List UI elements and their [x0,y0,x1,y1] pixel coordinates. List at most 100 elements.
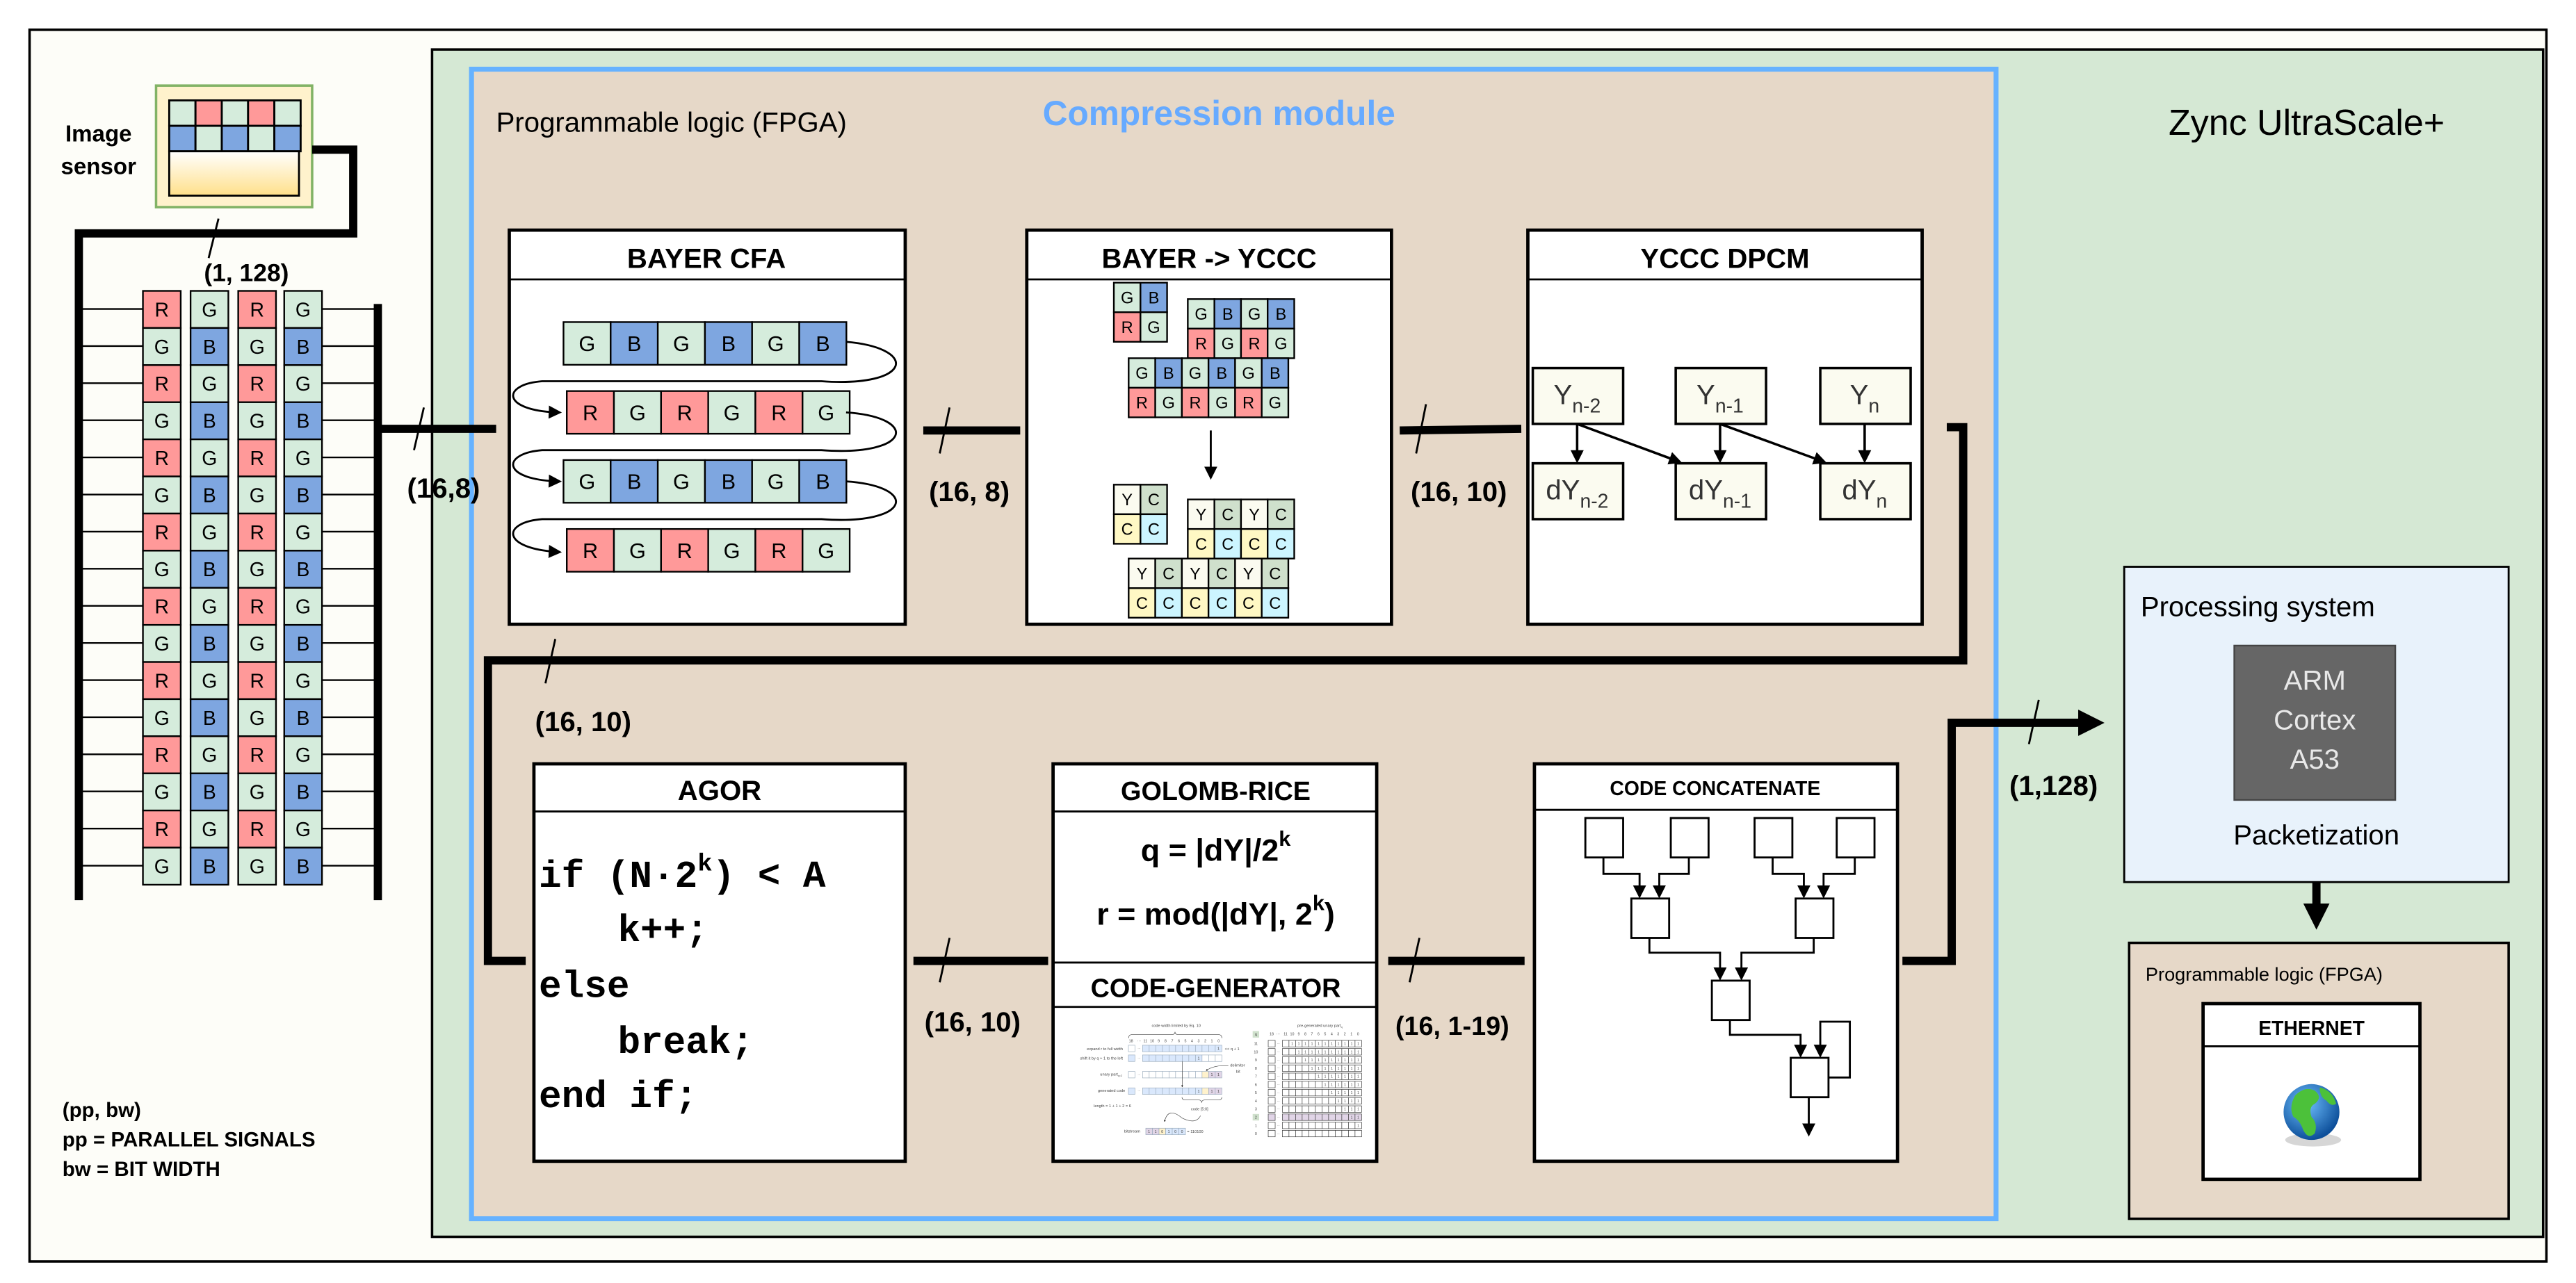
dpcm-title: YCCC DPCM [1640,243,1809,274]
svg-text:1: 1 [1357,1116,1359,1120]
svg-text:1: 1 [1311,1059,1313,1063]
svg-text:1: 1 [1344,1083,1346,1087]
unary-table-cell [1288,1113,1296,1121]
unary-table-cell [1302,1122,1309,1129]
pixel-array-cell: R [237,587,277,626]
svg-text:G: G [202,744,217,767]
svg-text:1: 1 [1331,1059,1333,1063]
pixel-array-cell: R [237,290,277,329]
svg-text:B: B [203,411,216,433]
svg-text:1: 1 [1311,1050,1313,1054]
unary-table-cell [1309,1130,1316,1138]
pixel-array-cell: B [189,772,229,812]
pixel-array-cell: G [142,623,182,663]
pixel-array-cell: B [283,550,323,589]
unary-table-cell [1302,1089,1309,1097]
svg-text:11: 11 [1144,1040,1148,1044]
unary-table-cell [1322,1113,1329,1121]
unary-table-cell [1309,1113,1316,1121]
ycc-cell [1140,281,1168,313]
svg-text:···: ··· [1277,1050,1280,1054]
unary-table-cell [1295,1072,1303,1080]
svg-text:delimiter: delimiter [1230,1064,1245,1068]
pixel-array-cell: G [142,698,182,737]
svg-text:1: 1 [1331,1067,1333,1071]
codegen-title: CODE-GENERATOR [1091,974,1341,1004]
svg-text:G: G [250,708,265,730]
svg-text:···: ··· [1277,1124,1280,1127]
unary-table-cell [1354,1089,1362,1097]
unary-table-cell [1341,1130,1349,1138]
unary-table-cell [1335,1130,1343,1138]
svg-text:G: G [154,633,170,655]
svg-text:G: G [154,782,170,804]
unary-table-cell [1295,1130,1303,1138]
svg-text:G: G [295,670,311,692]
pixel-array-cell: G [283,661,323,701]
unary-table-cell [1302,1072,1309,1080]
sensor-readout [168,150,300,197]
pixel-array-cell: R [237,809,277,849]
unary-table-cell [1288,1064,1296,1072]
svg-text:1: 1 [1351,1067,1353,1071]
pixel-array-cell: R [237,661,277,701]
pixel-array-cell: B [283,623,323,663]
unary-table-cell [1295,1122,1303,1129]
concat-node [1753,817,1794,859]
unary-table-cell [1282,1048,1290,1056]
svg-text:G: G [295,819,311,841]
concat-node [1669,817,1710,859]
unary-table-cell [1295,1097,1303,1104]
sensor-pixel [194,99,223,127]
pixel-array-cell: B [189,550,229,589]
svg-text:R: R [771,400,786,425]
pixel-array-cell: B [189,847,229,886]
cfa-cell: B [610,321,659,366]
unary-table-cell [1354,1130,1362,1138]
bus-label-concat-golomb: (16, 1-19) [1395,1012,1509,1041]
unary-table-cell [1282,1105,1290,1113]
svg-text:2: 2 [1344,1033,1346,1037]
svg-text:R: R [250,522,264,544]
svg-text:G: G [154,484,170,507]
svg-text:2: 2 [1255,1116,1257,1120]
svg-text:9: 9 [1297,1033,1299,1037]
pixel-array-cell: G [283,290,323,329]
cfa-cell: G [613,528,663,573]
svg-text:shift it by q + 1 to the left: shift it by q + 1 to the left [1080,1057,1124,1061]
unary-table-cell [1335,1122,1343,1129]
svg-text:R: R [155,373,169,395]
svg-text:0: 0 [1357,1033,1359,1037]
ycc-cell [1140,311,1168,343]
svg-text:R: R [250,744,264,767]
svg-text:1: 1 [1357,1108,1359,1112]
unary-table-cell [1328,1122,1336,1129]
arm-cpu [2233,644,2397,801]
unary-table-cell [1295,1081,1303,1088]
concat-node [1630,897,1671,939]
svg-text:1: 1 [1325,1067,1327,1071]
pixel-array-cell: B [189,623,229,663]
pixel-array-cell: R [142,809,182,849]
code-concatenate-block: CODE CONCATENATE [1532,762,1899,1163]
unary-table-cell [1354,1113,1362,1121]
pixel-array-cell: R [142,661,182,701]
unary-table-cell [1282,1113,1290,1121]
pixel-array-cell: R [237,512,277,552]
unary-table-cell [1282,1089,1290,1097]
agor-line5: end if; [539,1077,697,1119]
svg-text:<< q + 1: << q + 1 [1225,1047,1240,1052]
concat-node [1795,897,1835,939]
svg-text:G: G [250,484,265,507]
svg-text:1: 1 [1338,1067,1340,1071]
svg-text:1: 1 [1318,1075,1320,1079]
svg-text:1: 1 [1351,1075,1353,1079]
svg-text:B: B [296,559,309,581]
unary-table-cell [1302,1097,1309,1104]
unary-table-cell [1335,1105,1343,1113]
concat-node [1584,817,1624,859]
svg-text:B: B [296,856,309,878]
unary-table-cell [1288,1072,1296,1080]
svg-text:···: ··· [1137,1040,1142,1044]
